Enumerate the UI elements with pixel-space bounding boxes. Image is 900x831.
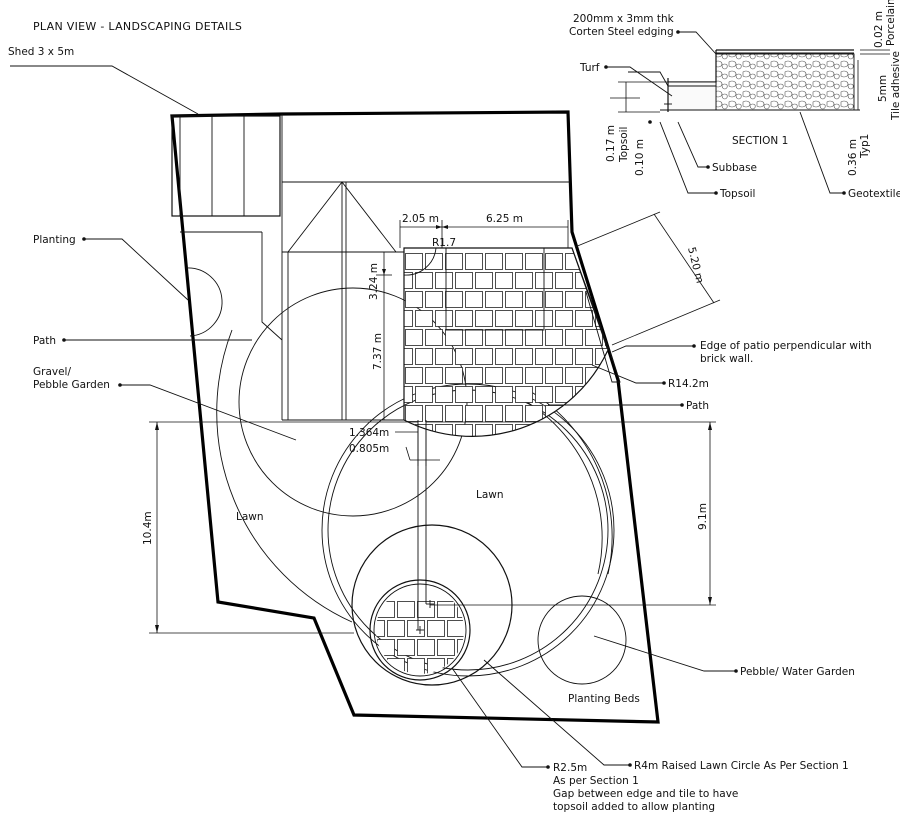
label-planting-beds: Planting Beds <box>568 693 640 705</box>
section-corten-1: 200mm x 3mm thk <box>573 13 675 25</box>
label-lawn-left: Lawn <box>236 511 264 523</box>
label-gravel-1: Gravel/ <box>33 366 71 378</box>
label-patio-edge-2: brick wall. <box>700 353 753 365</box>
patio-tiles <box>404 253 608 437</box>
label-pebble-water: Pebble/ Water Garden <box>740 666 855 678</box>
label-lawn-center: Lawn <box>476 489 504 501</box>
label-path-right: Path <box>686 400 709 412</box>
section-1-detail <box>660 49 860 112</box>
shed <box>171 115 281 217</box>
dim-9-1 <box>426 421 716 606</box>
section-dim-tile-adhesive: Tile adhesive <box>890 51 900 121</box>
label-r2-5: R2.5m <box>553 762 587 774</box>
dim-left-vertical <box>376 251 404 421</box>
dim-small <box>395 424 440 466</box>
planting-bed-left <box>185 267 223 337</box>
section-dim-porcelain: Porcelain <box>885 0 897 46</box>
section-dim-0-10: 0.10 m <box>634 139 646 176</box>
dim-3-24: 3.24 m <box>368 263 380 300</box>
section-dim-5mm: 5mm <box>877 75 889 102</box>
label-gravel-2: Pebble Garden <box>33 379 110 391</box>
label-planting: Planting <box>33 234 76 246</box>
section-left-dims <box>610 71 669 113</box>
section-geotextile: Geotextile <box>848 188 900 200</box>
section-dim-0-02: 0.02 m <box>873 11 885 48</box>
dim-0-805: 0.805m <box>349 443 389 455</box>
dim-5-20 <box>574 211 721 346</box>
dim-9-1-text: 9.1m <box>697 503 709 530</box>
drawing-title: PLAN VIEW - LANDSCAPING DETAILS <box>33 20 242 33</box>
section-turf: Turf <box>579 62 600 74</box>
label-patio-edge-1: Edge of patio perpendicular with <box>700 340 872 352</box>
section-title: SECTION 1 <box>732 135 788 147</box>
section-corten-2: Corten Steel edging <box>569 26 674 38</box>
pebble-water-garden <box>537 595 627 685</box>
raised-circle-r25-inner <box>373 583 467 677</box>
dim-10-4 <box>149 421 418 634</box>
label-path-left: Path <box>33 335 56 347</box>
section-subbase: Subbase <box>712 162 757 174</box>
label-as-per-section: As per Section 1 <box>553 775 639 787</box>
dim-6-25: 6.25 m <box>486 213 523 225</box>
patio-inner-rect <box>445 247 545 331</box>
dim-1-364: 1.364m <box>349 427 389 439</box>
patio-outline <box>403 247 609 437</box>
house-outline <box>180 114 570 421</box>
section-dim-0-17: 0.17 m <box>605 125 617 162</box>
site-boundary <box>170 110 660 724</box>
label-r1-7: R1.7 <box>432 237 456 249</box>
section-dim-typ1: Typ1 <box>859 134 871 159</box>
dim-2-05: 2.05 m <box>402 213 439 225</box>
dim-7-37: 7.37 m <box>372 333 384 370</box>
raised-circle-r25 <box>369 579 471 681</box>
dim-top <box>399 220 569 248</box>
dim-10-4-text: 10.4m <box>142 511 154 545</box>
center-mark <box>416 600 434 634</box>
patio-corner-arc <box>403 247 437 276</box>
section-dim-0-36: 0.36 m <box>847 139 859 176</box>
label-r4: R4m Raised Lawn Circle As Per Section 1 <box>634 760 849 772</box>
lawn-arc-left <box>216 329 353 623</box>
section-dim-topsoil: Topsoil <box>618 127 630 163</box>
label-r14-2: R14.2m <box>668 378 709 390</box>
section-topsoil: Topsoil <box>719 188 755 200</box>
label-gap-1: Gap between edge and tile to have <box>553 788 738 800</box>
label-gap-2: topsoil added to allow planting <box>553 801 715 813</box>
label-shed: Shed 3 x 5m <box>8 46 74 58</box>
patio-edge-strip <box>571 247 621 383</box>
